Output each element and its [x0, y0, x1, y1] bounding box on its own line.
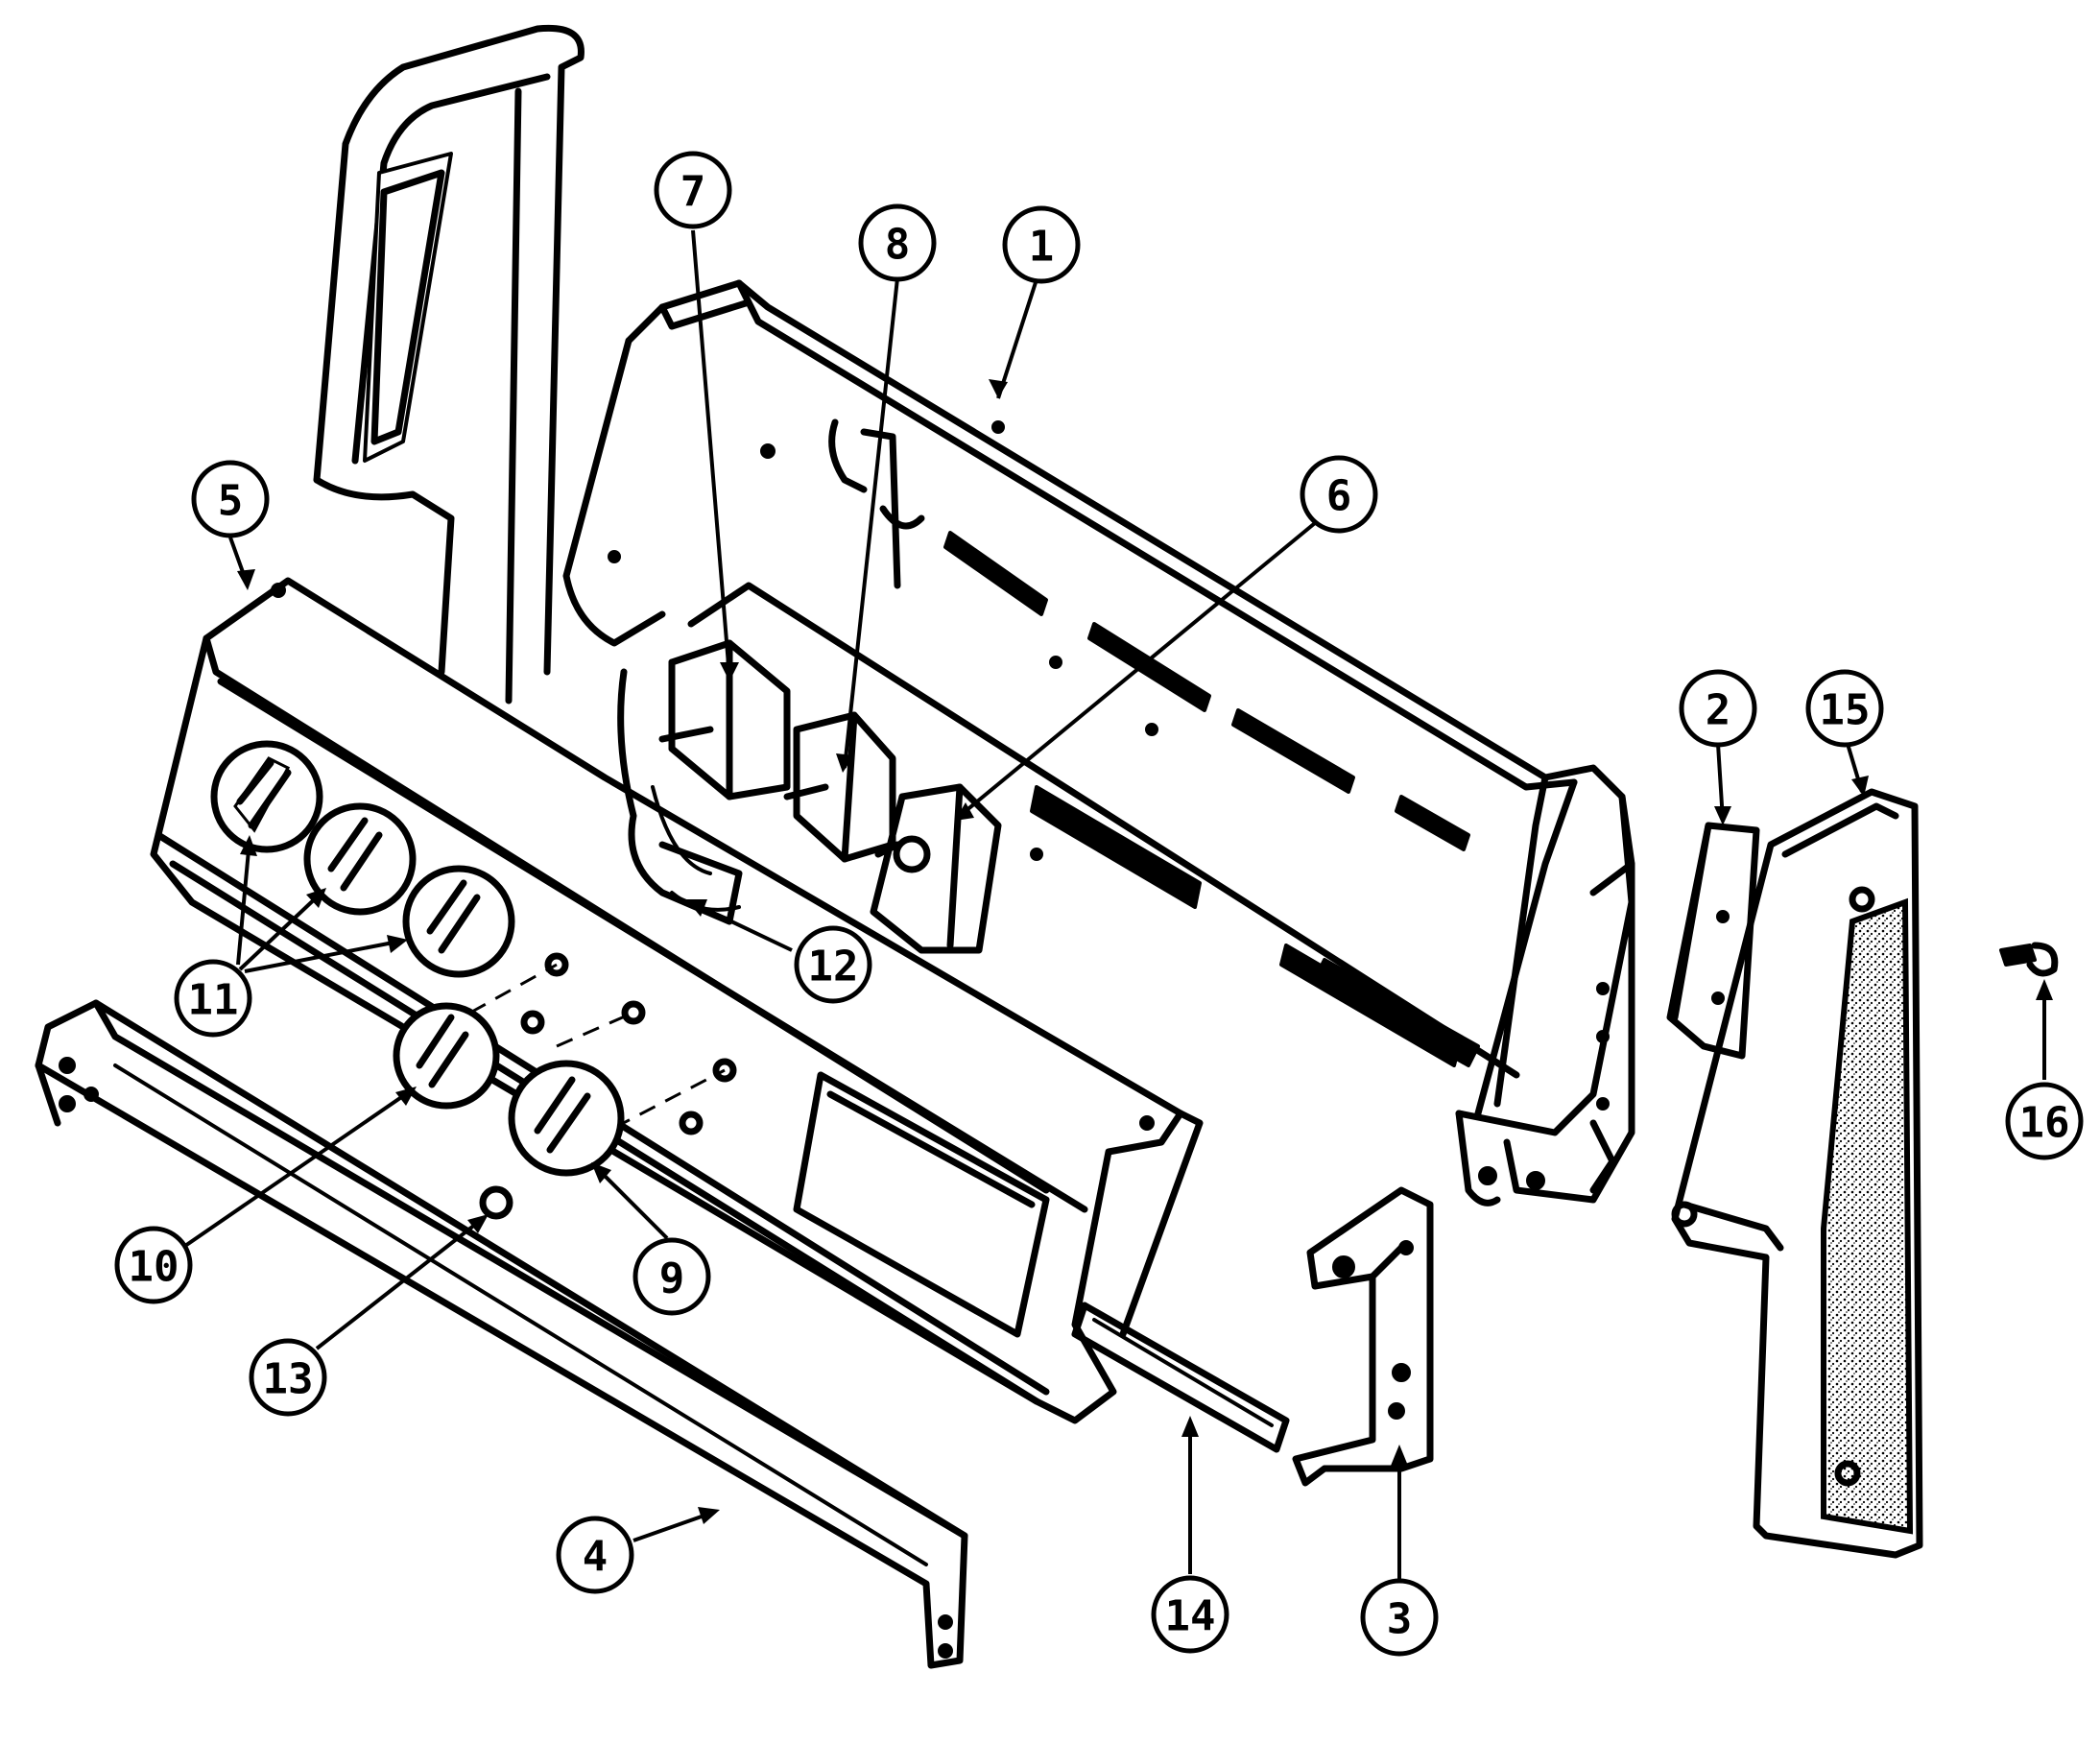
callout-label-4: 4	[583, 1533, 609, 1582]
callout-label-14: 14	[1165, 1592, 1216, 1641]
callout-label-7: 7	[680, 168, 706, 217]
callout-1: 1	[1002, 205, 1081, 284]
callout-10: 10	[114, 1226, 193, 1304]
knob-11-c[interactable]	[402, 865, 515, 978]
leader-lines	[180, 229, 2053, 1579]
callout-label-12: 12	[808, 943, 859, 991]
callout-14: 14	[1151, 1575, 1229, 1654]
panel-trim-strip	[1071, 1302, 1290, 1453]
timer-module	[870, 783, 1002, 954]
callout-label-16: 16	[2019, 1099, 2070, 1148]
callout-label-2: 2	[1706, 686, 1731, 735]
callout-4: 4	[556, 1516, 634, 1594]
callout-label-1: 1	[1029, 223, 1055, 272]
upper-frame-rail	[313, 24, 585, 705]
callout-16: 16	[2005, 1082, 2084, 1160]
callout-12: 12	[794, 925, 872, 1004]
callout-9: 9	[632, 1237, 711, 1316]
callout-7: 7	[654, 151, 732, 229]
lower-trim-rail	[35, 999, 968, 1669]
callout-2: 2	[1679, 669, 1757, 748]
switch-component-8	[783, 711, 896, 863]
callout-label-11: 11	[188, 976, 239, 1025]
callout-label-8: 8	[885, 221, 911, 270]
knob-9[interactable]	[508, 1060, 625, 1177]
callout-8: 8	[858, 203, 937, 282]
callout-label-3: 3	[1387, 1595, 1413, 1644]
callout-label-9: 9	[659, 1254, 685, 1303]
control-panel-housing	[562, 279, 1635, 1206]
callout-label-15: 15	[1820, 686, 1871, 735]
callout-13: 13	[249, 1338, 327, 1417]
screw	[1999, 942, 2059, 977]
push-button-13[interactable]	[479, 1185, 513, 1220]
end-cap	[1671, 788, 1923, 1559]
callout-label-5: 5	[218, 477, 244, 526]
side-bracket	[1292, 1186, 1434, 1487]
knob-10[interactable]	[393, 1002, 500, 1110]
callout-5: 5	[191, 460, 270, 538]
knob-11-a[interactable]	[210, 740, 323, 853]
callout-3: 3	[1360, 1578, 1439, 1657]
callout-label-10: 10	[129, 1243, 179, 1292]
end-bracket-small	[1666, 822, 1760, 1060]
switch-component-7	[658, 639, 791, 800]
callout-6: 6	[1300, 455, 1378, 534]
callout-label-6: 6	[1326, 472, 1352, 521]
knob-11-b[interactable]	[303, 802, 417, 916]
callout-15: 15	[1805, 669, 1884, 748]
callout-label-13: 13	[263, 1355, 314, 1404]
callout-11: 11	[174, 959, 252, 1038]
